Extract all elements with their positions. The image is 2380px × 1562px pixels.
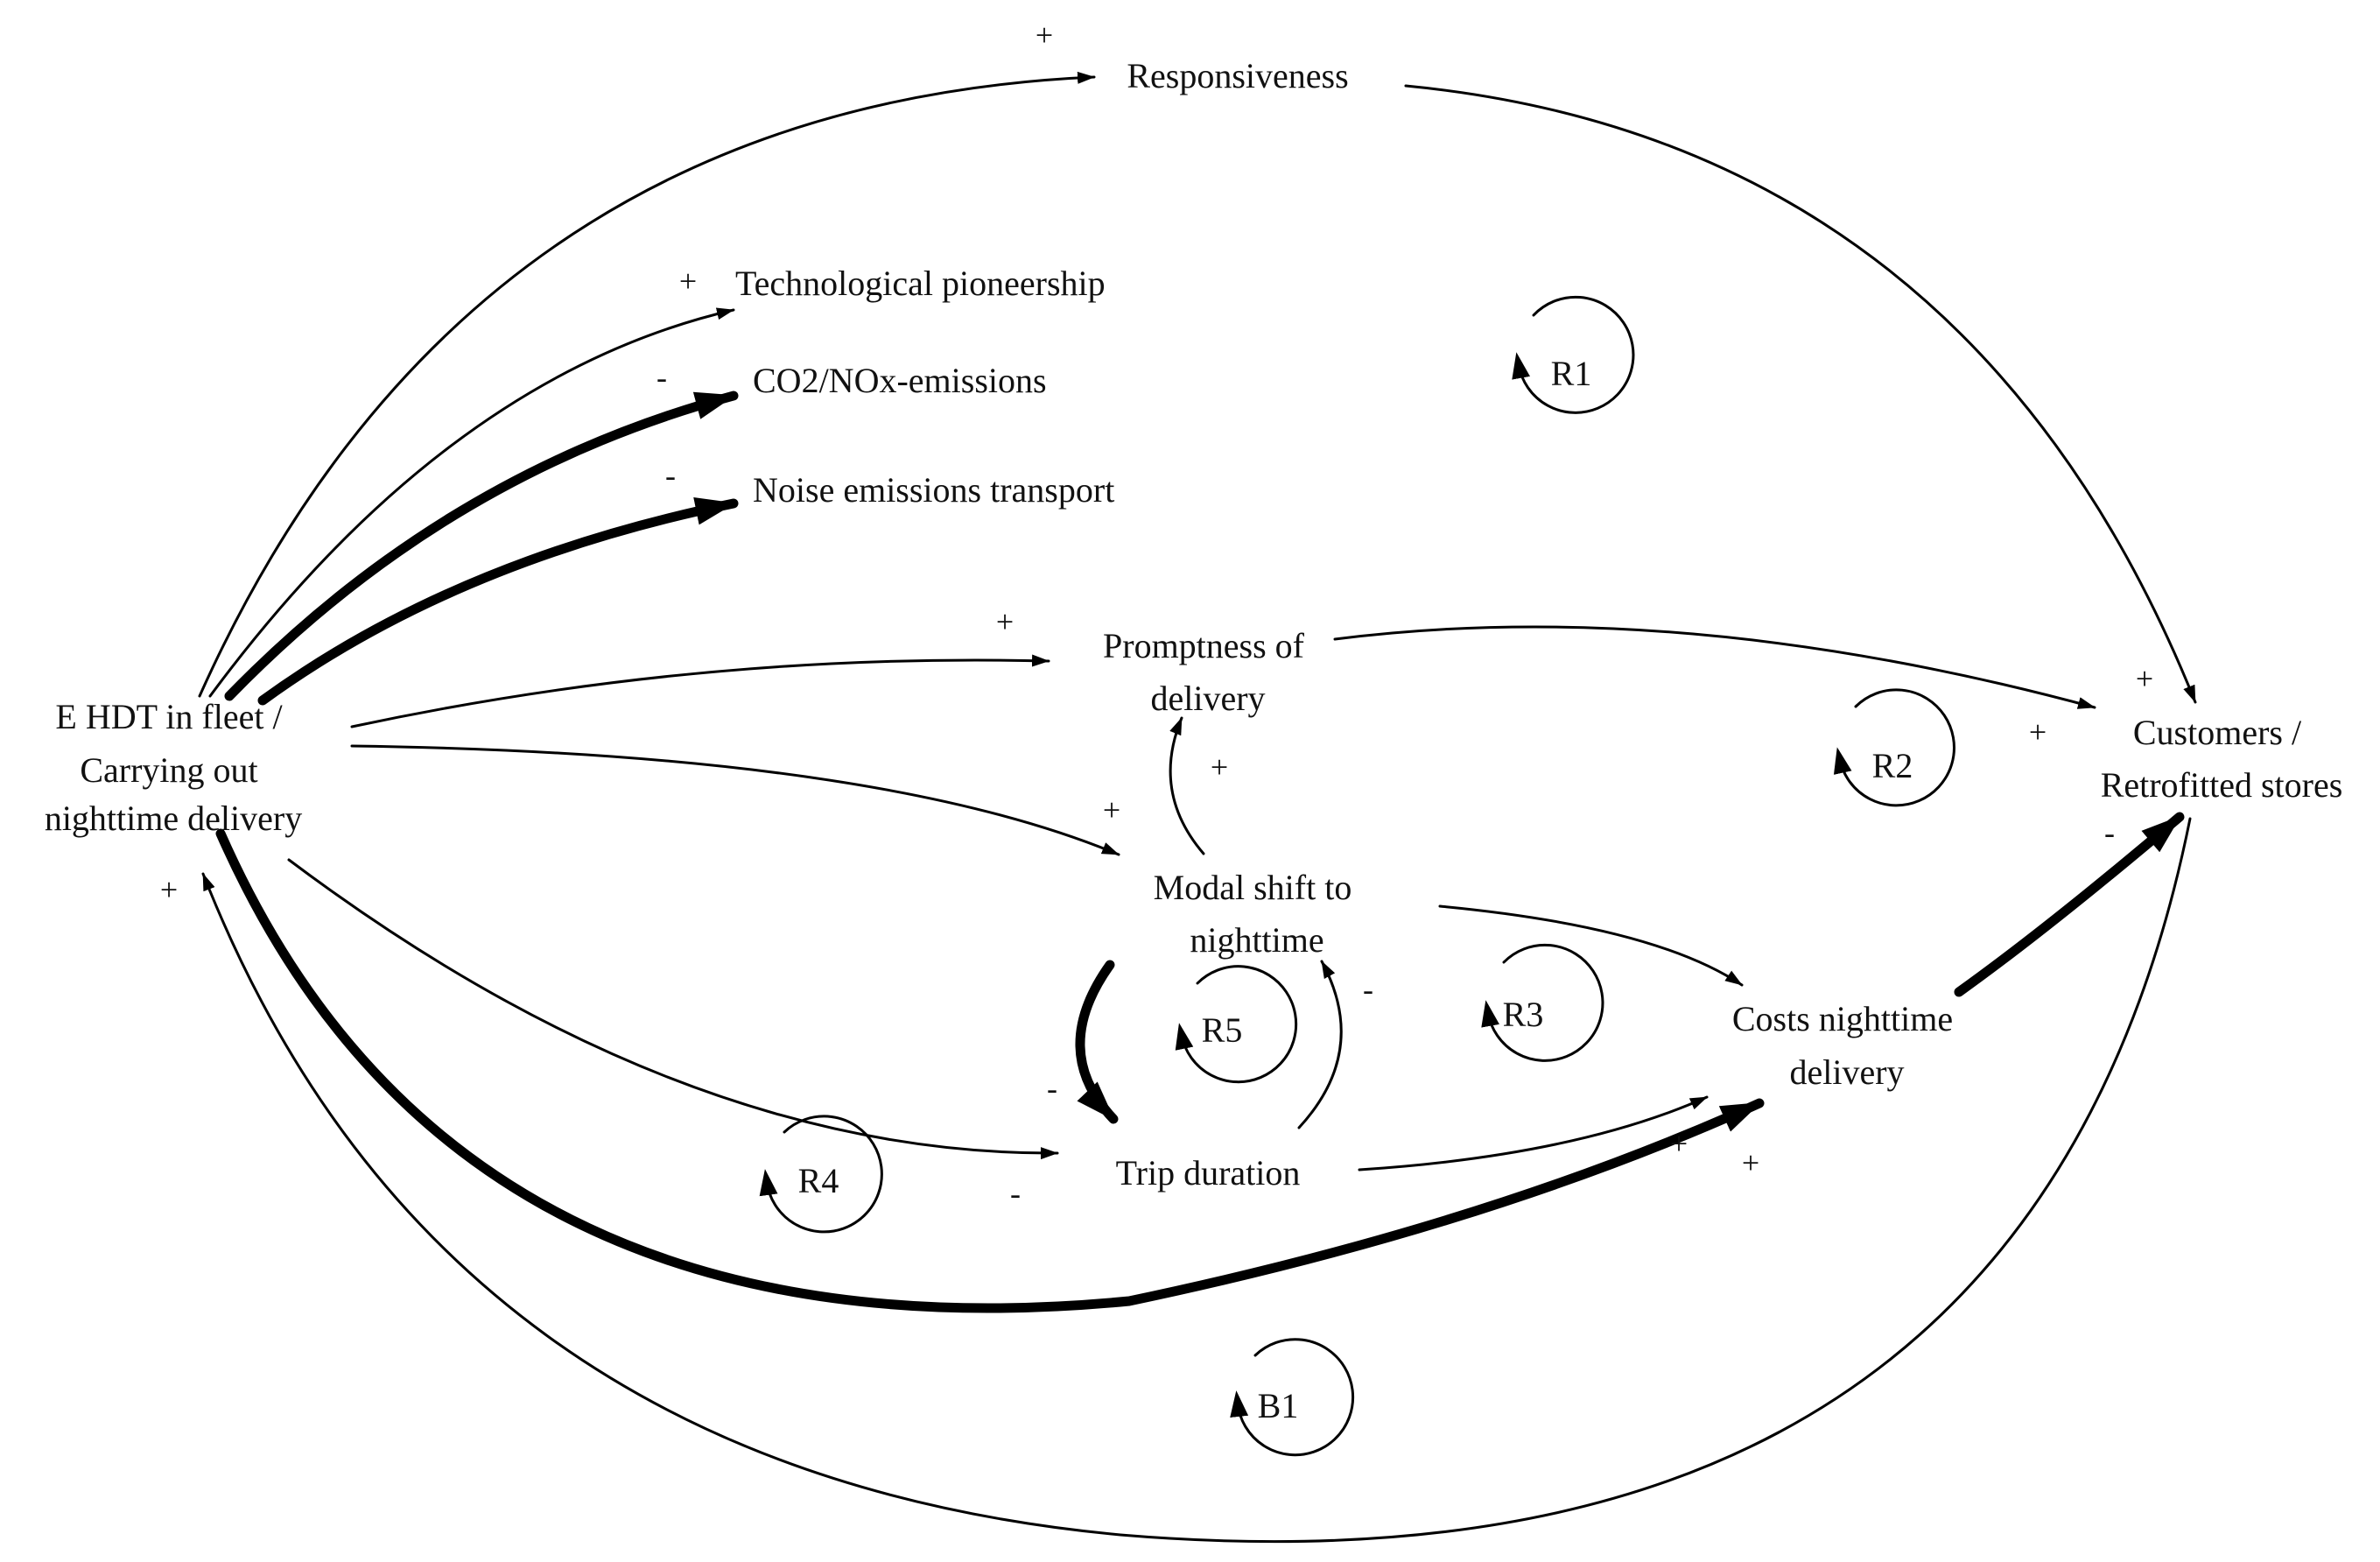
edge-ehdt-to-noise-emissions xyxy=(257,497,739,706)
loop-r5-arrow-icon xyxy=(1175,965,1298,1084)
node-ehdt-in-fleet: E HDT in fleet / Carrying out nighttime … xyxy=(45,697,302,838)
loop-r2-label: R2 xyxy=(1872,746,1913,785)
polarity-modal-shift-to-trip-duration: - xyxy=(1047,1071,1057,1106)
edge-ehdt-to-responsiveness xyxy=(198,71,1096,698)
edge-promptness-to-customers xyxy=(1333,625,2096,709)
node-technological-pioneership: Technological pioneership xyxy=(735,264,1106,303)
polarity-trip-duration-to-modal-shift: - xyxy=(1363,972,1373,1007)
node-co2-line-1: CO2/NOx-emissions xyxy=(753,361,1047,400)
edge-costs-to-customers xyxy=(1954,812,2185,997)
loop-r3-arrow-icon xyxy=(1481,943,1604,1062)
polarity-modal-shift-to-promptness: + xyxy=(1211,749,1228,785)
node-costs-nighttime-delivery: Costs nighttime delivery xyxy=(1732,999,1962,1092)
loop-b1: B1 xyxy=(1230,1338,1355,1457)
edge-ehdt-to-promptness xyxy=(350,654,1050,728)
node-responsiveness: Responsiveness xyxy=(1127,56,1348,95)
loop-r4: R4 xyxy=(759,1115,883,1234)
loop-r3: R3 xyxy=(1481,943,1604,1062)
polarity-customers-to-ehdt: + xyxy=(160,872,178,907)
loop-r5: R5 xyxy=(1175,965,1298,1084)
loop-r1-label: R1 xyxy=(1551,354,1592,393)
node-ehdt-line-1: E HDT in fleet / xyxy=(55,697,283,736)
polarity-responsiveness-to-customers: + xyxy=(2136,661,2153,696)
loop-r3-label: R3 xyxy=(1503,995,1544,1034)
polarity-to-co2: - xyxy=(656,360,667,395)
node-responsiveness-line-1: Responsiveness xyxy=(1127,56,1348,95)
edge-trip-duration-to-modal-shift xyxy=(1297,960,1343,1129)
loop-r2-arrow-icon xyxy=(1833,688,1955,807)
node-co2-nox-emissions: CO2/NOx-emissions xyxy=(753,361,1047,400)
edge-ehdt-to-costs xyxy=(215,828,1765,1313)
node-customers-retrofitted-stores: Customers / Retrofitted stores xyxy=(2101,713,2343,805)
loop-r1: R1 xyxy=(1512,295,1635,414)
edge-modal-shift-to-trip-duration xyxy=(1075,960,1119,1124)
node-promptness-line-1: Promptness of xyxy=(1103,626,1305,665)
node-ehdt-line-2: Carrying out xyxy=(80,750,257,790)
node-noise-emissions-transport: Noise emissions transport xyxy=(753,470,1114,510)
node-customers-line-1: Customers / xyxy=(2133,713,2302,752)
polarity-to-responsiveness: + xyxy=(1036,18,1053,53)
loop-r5-label: R5 xyxy=(1202,1010,1243,1050)
polarity-costs-to-customers: - xyxy=(2104,815,2115,850)
edge-ehdt-to-co2-emissions xyxy=(224,390,739,701)
polarity-ehdt-to-promptness: + xyxy=(996,604,1014,639)
edge-ehdt-to-modal-shift xyxy=(350,744,1120,856)
loop-r4-label: R4 xyxy=(798,1161,839,1200)
node-trip-duration-line-1: Trip duration xyxy=(1116,1153,1301,1193)
node-noise-line-1: Noise emissions transport xyxy=(753,470,1114,510)
edge-trip-duration-to-costs xyxy=(1358,1095,1709,1172)
polarity-to-noise: - xyxy=(665,458,676,493)
node-trip-duration: Trip duration xyxy=(1116,1153,1301,1193)
loop-b1-arrow-icon xyxy=(1230,1338,1355,1457)
node-ehdt-line-3: nighttime delivery xyxy=(45,799,302,838)
polarity-ehdt-to-modal-shift: + xyxy=(1103,792,1120,827)
edge-responsiveness-to-customers xyxy=(1404,84,2197,704)
node-customers-line-2: Retrofitted stores xyxy=(2101,765,2343,805)
node-costs-line-2: delivery xyxy=(1789,1052,1904,1092)
edge-modal-shift-to-promptness xyxy=(1169,716,1205,855)
node-modal-shift-line-1: Modal shift to xyxy=(1154,868,1352,907)
polarity-promptness-to-customers: + xyxy=(2029,714,2047,749)
node-promptness-line-2: delivery xyxy=(1150,679,1265,718)
node-promptness-of-delivery: Promptness of delivery xyxy=(1103,626,1313,718)
polarity-trip-duration-to-costs: + xyxy=(1670,1126,1688,1161)
loop-r2: R2 xyxy=(1833,688,1955,807)
node-modal-shift-to-nighttime: Modal shift to nighttime xyxy=(1154,868,1361,960)
edge-ehdt-to-trip-duration xyxy=(287,858,1059,1160)
loop-r4-arrow-icon xyxy=(759,1115,883,1234)
loop-b1-label: B1 xyxy=(1258,1386,1299,1425)
node-technological-line-1: Technological pioneership xyxy=(735,264,1106,303)
edge-modal-shift-to-costs xyxy=(1438,904,1744,987)
node-costs-line-1: Costs nighttime xyxy=(1732,999,1953,1038)
edge-ehdt-to-technological-pioneership xyxy=(208,307,735,698)
polarity-ehdt-to-costs: + xyxy=(1742,1145,1759,1180)
polarity-ehdt-to-trip-duration: - xyxy=(1010,1176,1021,1211)
edge-customers-to-ehdt xyxy=(201,817,2192,1544)
polarity-to-technological: + xyxy=(679,264,697,299)
loop-r1-arrow-icon xyxy=(1512,295,1635,414)
node-modal-shift-line-2: nighttime xyxy=(1190,920,1323,960)
